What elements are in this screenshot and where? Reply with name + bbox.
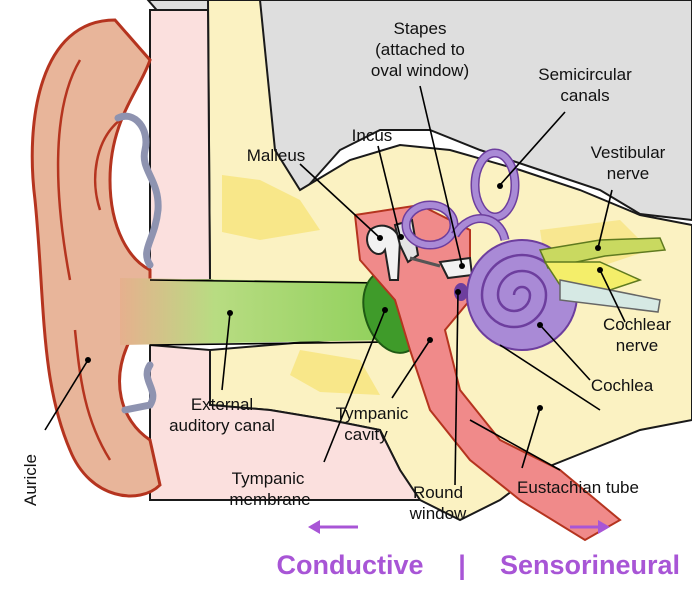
label-tympanic-membrane-1: Tympanic [232, 469, 305, 488]
divider: | [458, 550, 466, 580]
label-cochlea: Cochlea [591, 376, 654, 395]
label-eustachian-tube: Eustachian tube [517, 478, 639, 497]
label-cochlear-nerve-1: Cochlear [603, 315, 671, 334]
label-stapes-3: oval window) [371, 61, 469, 80]
label-round-window-2: window [409, 504, 467, 523]
label-auricle: Auricle [21, 454, 40, 506]
label-vestibular-1: Vestibular [591, 143, 666, 162]
label-external-canal-2: auditory canal [169, 416, 275, 435]
label-cochlear-nerve-2: nerve [616, 336, 659, 355]
label-stapes-1: Stapes [394, 19, 447, 38]
label-semicircular-1: Semicircular [538, 65, 632, 84]
label-external-canal-1: External [191, 395, 253, 414]
label-semicircular-2: canals [560, 86, 609, 105]
label-tympanic-membrane-2: membrane [229, 490, 310, 509]
label-malleus: Malleus [247, 146, 306, 165]
conductive-label: Conductive [276, 550, 423, 580]
external-auditory-canal [120, 278, 390, 345]
label-tympanic-cavity-1: Tympanic [336, 404, 409, 423]
label-round-window-1: Round [413, 483, 463, 502]
label-tympanic-cavity-2: cavity [344, 425, 388, 444]
label-vestibular-2: nerve [607, 164, 650, 183]
label-stapes-2: (attached to [375, 40, 465, 59]
sensorineural-label: Sensorineural [500, 550, 680, 580]
label-incus: Incus [352, 126, 393, 145]
hearing-loss-legend: Conductive | Sensorineural [276, 520, 680, 580]
auricle-shape [32, 20, 160, 496]
